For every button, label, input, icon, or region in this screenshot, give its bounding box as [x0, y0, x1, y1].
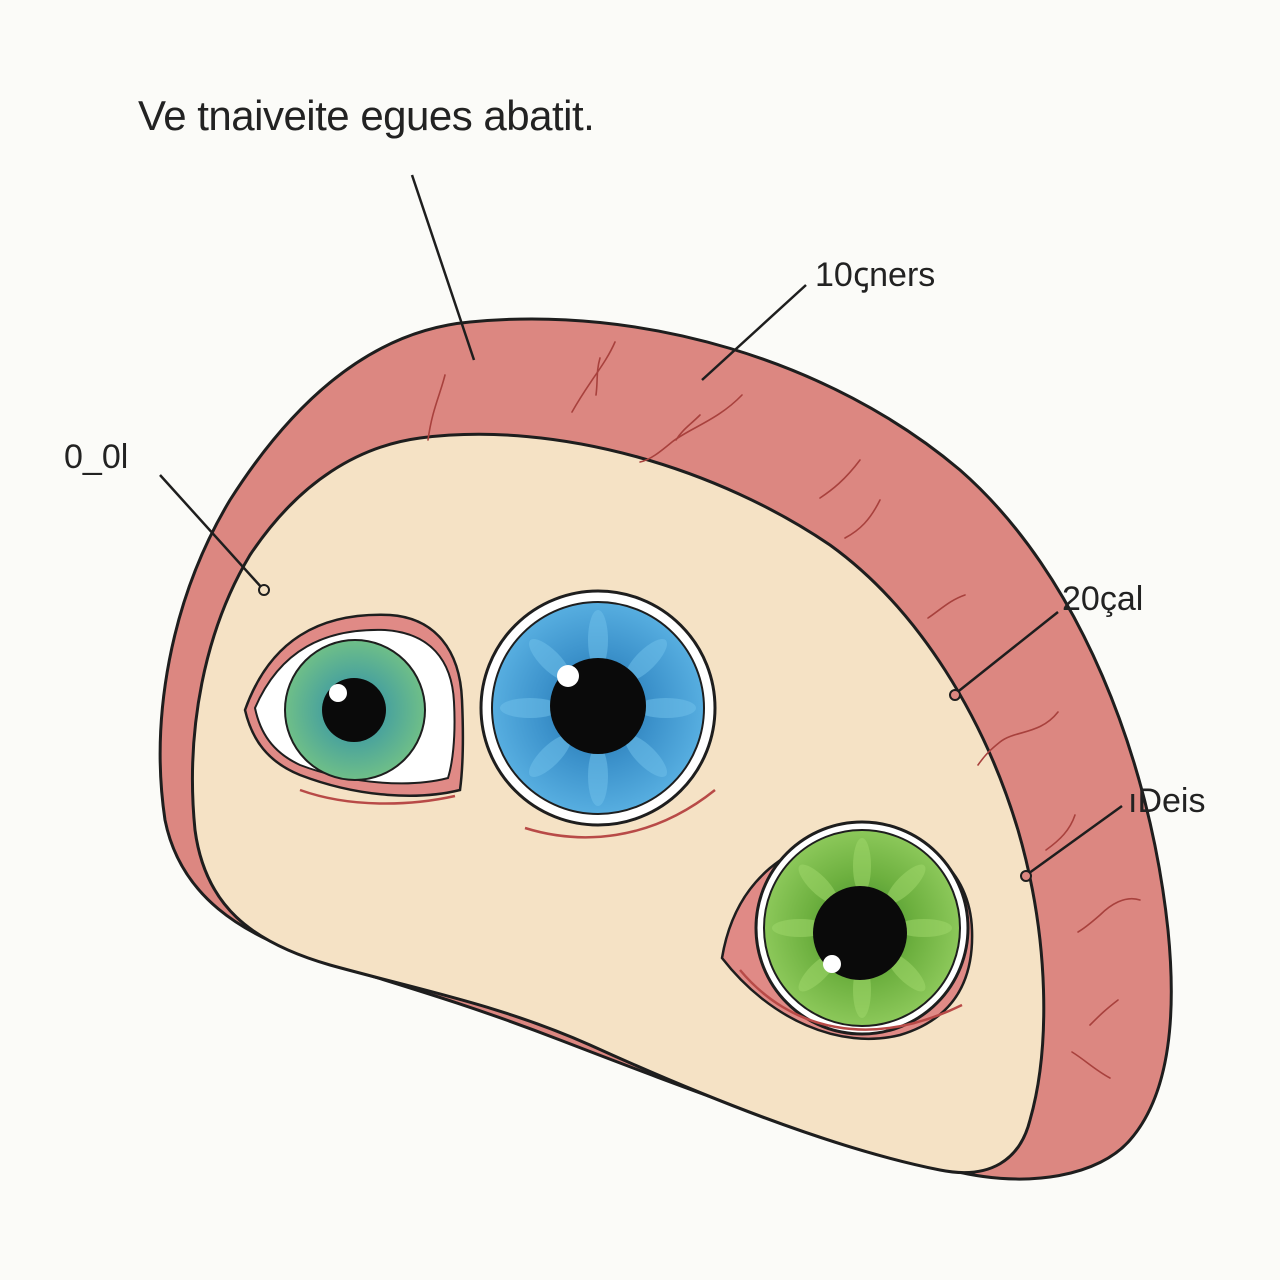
title-leader	[410, 174, 476, 361]
tissue-veins	[427, 341, 1141, 1079]
blue-eye-highlight	[557, 665, 579, 687]
left-leader-dot	[258, 584, 270, 596]
blue-eye-iris-petals	[500, 610, 696, 806]
diagram-title: Ve tnaiveite egues abatit.	[138, 92, 595, 139]
green-eye	[720, 820, 974, 1040]
blue-eye	[479, 589, 717, 839]
teal-eye-highlight	[329, 684, 347, 702]
teal-eye	[243, 613, 465, 805]
callout-right-lower: ıDeis	[1128, 782, 1206, 820]
right-upper-leader	[954, 611, 1059, 695]
callout-right-upper: 20çal	[1062, 580, 1144, 618]
right-lower-leader	[1024, 804, 1123, 878]
green-eye-highlight	[823, 955, 841, 973]
callout-left: 0_0l	[64, 438, 129, 476]
right-lower-leader-dot	[1020, 870, 1032, 882]
leader-lines	[159, 174, 1123, 878]
left-leader	[159, 474, 263, 589]
right-upper-leader-dot	[949, 689, 961, 701]
callout-top-right: 10ꞔners	[815, 256, 936, 294]
top-right-leader	[701, 284, 807, 381]
